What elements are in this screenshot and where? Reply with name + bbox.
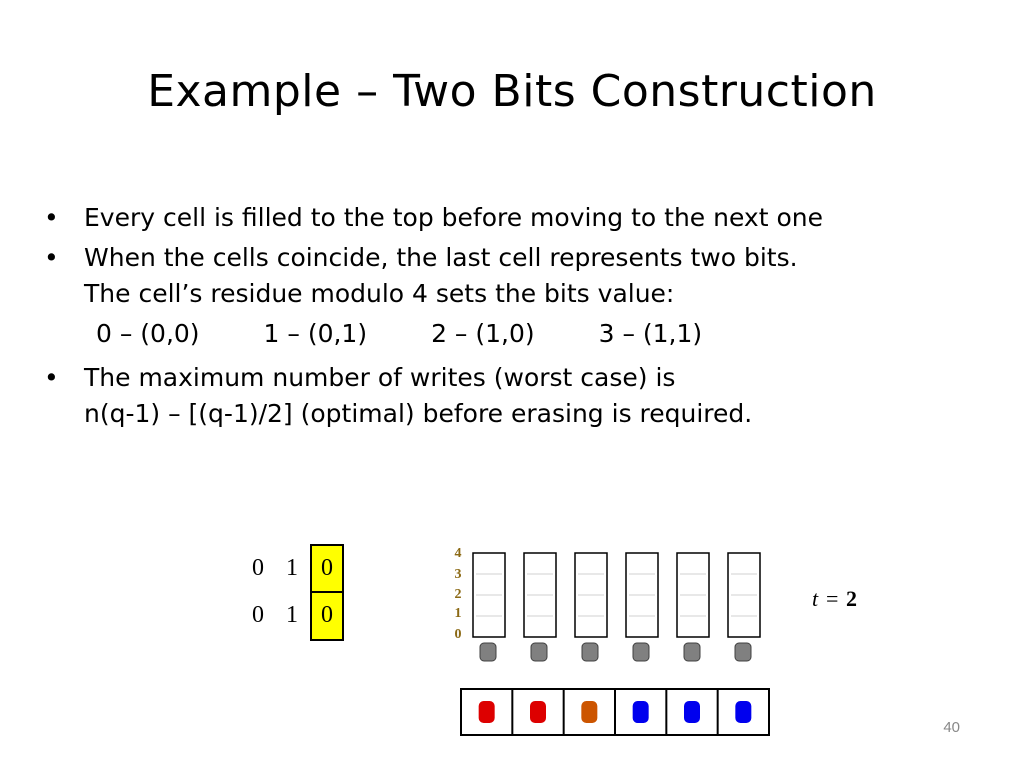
time-equals: = bbox=[826, 586, 838, 611]
cell bbox=[523, 552, 557, 662]
bottom-cell-marker bbox=[478, 701, 495, 723]
bullet-list: • Every cell is filled to the top before… bbox=[44, 200, 1004, 436]
time-variable: t bbox=[812, 586, 819, 611]
bottom-cell-marker bbox=[684, 701, 700, 723]
level-label: 3 bbox=[455, 567, 462, 582]
residue-mapping: 0 – (0,0) 1 – (0,1) 2 – (1,0) 3 – (1,1) bbox=[44, 316, 1004, 352]
mapping-item: 0 – (0,0) bbox=[96, 319, 200, 348]
cell bbox=[625, 552, 659, 662]
bottom-cell-marker bbox=[735, 701, 752, 723]
bullet-text: The cell’s residue modulo 4 sets the bit… bbox=[84, 279, 675, 308]
bottom-cell-marker bbox=[581, 701, 598, 723]
cell bbox=[676, 552, 710, 662]
time-label: t = 2 bbox=[812, 586, 857, 611]
cell-marker bbox=[530, 642, 548, 662]
bullet-icon: • bbox=[44, 243, 59, 272]
bottom-cells bbox=[460, 688, 770, 736]
cell-marker bbox=[734, 642, 752, 662]
bit-cell: 0 bbox=[252, 602, 264, 628]
mapping-item: 3 – (1,1) bbox=[598, 319, 703, 348]
cell bbox=[727, 552, 761, 662]
cell-marker bbox=[479, 642, 497, 662]
mapping-item: 1 – (0,1) bbox=[263, 319, 368, 348]
bullet-icon: • bbox=[44, 363, 59, 392]
cell bbox=[574, 552, 608, 662]
bottom-cell-marker bbox=[632, 701, 649, 723]
level-label: 2 bbox=[455, 587, 462, 602]
bullet-text: n(q-1) – [(q-1)/2] (optimal) before eras… bbox=[84, 399, 753, 428]
page-number: 40 bbox=[943, 719, 960, 736]
mapping-item: 2 – (1,0) bbox=[431, 319, 535, 348]
bit-table: 0 1 0 0 1 0 bbox=[252, 544, 344, 641]
slide-title: Example – Two Bits Construction bbox=[147, 66, 877, 117]
bullet-text: The maximum number of writes (worst case… bbox=[84, 363, 676, 392]
level-labels: 4 3 2 1 0 bbox=[455, 546, 462, 642]
bottom-cell-marker bbox=[530, 701, 546, 723]
cell-marker bbox=[632, 642, 650, 662]
cells bbox=[472, 552, 761, 662]
cell bbox=[472, 552, 506, 662]
bullet-text: When the cells coincide, the last cell r… bbox=[84, 243, 798, 272]
bullet-item: • When the cells coincide, the last cell… bbox=[44, 240, 1004, 312]
cell-marker bbox=[683, 642, 701, 662]
bit-cell: 1 bbox=[286, 555, 298, 581]
cell-marker bbox=[581, 642, 599, 662]
bit-cell: 0 bbox=[321, 555, 333, 581]
bit-cell: 0 bbox=[321, 602, 333, 628]
level-label: 4 bbox=[455, 546, 462, 561]
bit-cell: 0 bbox=[252, 555, 264, 581]
bullet-text: Every cell is filled to the top before m… bbox=[84, 203, 823, 232]
level-label: 0 bbox=[455, 627, 462, 642]
bit-cell: 1 bbox=[286, 602, 298, 628]
bullet-item: • The maximum number of writes (worst ca… bbox=[44, 360, 1004, 432]
level-label: 1 bbox=[455, 606, 462, 621]
bullet-item: • Every cell is filled to the top before… bbox=[44, 200, 1004, 236]
bullet-icon: • bbox=[44, 203, 59, 232]
time-value: 2 bbox=[846, 586, 857, 611]
